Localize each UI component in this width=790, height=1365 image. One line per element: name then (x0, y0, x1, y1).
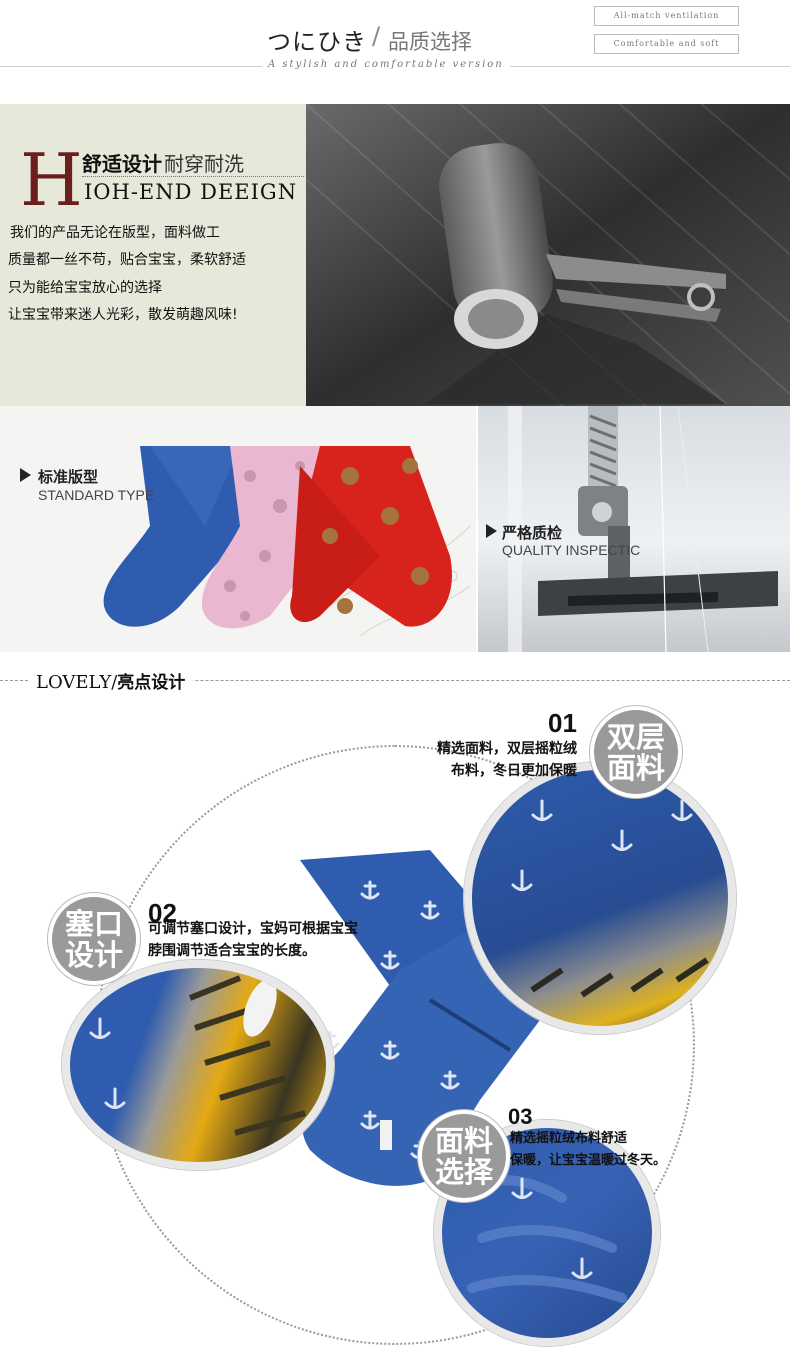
feature-line: 可调节塞口设计，宝妈可根据宝宝 (148, 921, 358, 937)
design-title-english: IOH-END DEEIGN (84, 180, 298, 204)
feature-number-02: 02 (148, 898, 177, 928)
badge-line: 面料 (434, 1124, 493, 1158)
badge-line: 塞口 (64, 907, 123, 941)
header-title-japanese: つにひき (267, 28, 367, 56)
feature-line: 精选摇粒绒布料舒适 (510, 1131, 628, 1146)
standard-type-arrow-icon (20, 468, 31, 482)
design-initial-letter: H (20, 138, 83, 222)
fabric-zoom-double-layer (464, 762, 736, 1034)
quality-inspection-label-en: QUALITY INSPECTIC (502, 542, 641, 558)
badge-line: 选择 (434, 1155, 493, 1189)
feature-tag-ventilation: All-match ventilation (594, 6, 739, 26)
badge-line: 面料 (606, 751, 665, 785)
quality-inspection-panel: 严格质检 QUALITY INSPECTIC (478, 406, 790, 652)
feature-line: 布料，冬日更加保暖 (451, 763, 577, 779)
badge-tuck-slot: 塞口 设计 (48, 893, 140, 985)
design-title-chinese: 舒适设计耐穿耐洗 (82, 148, 244, 177)
design-title-divider (82, 176, 304, 177)
standard-type-panel: 标准版型 STANDARD TYPE (0, 406, 476, 652)
feature-description-double-layer: 精选面料，双层摇粒绒 布料，冬日更加保暖 (437, 738, 577, 782)
feature-line: 精选面料，双层摇粒绒 (437, 741, 577, 757)
badge-double-layer-text: 双层 面料 (594, 722, 678, 784)
feature-line: 保暖，让宝宝温暖过冬天。 (510, 1153, 667, 1168)
thread-spool-photo (306, 104, 790, 406)
lovely-section-title: LOVELY/亮点设计 (28, 668, 194, 693)
header-title-chinese: 品质选择 (388, 30, 472, 54)
fabric-zoom-tuck-slot (62, 960, 334, 1170)
design-description-line: 只为能给宝宝放心的选择 (8, 280, 162, 296)
feature-description-material: 精选摇粒绒布料舒适 保暖，让宝宝温暖过冬天。 (510, 1128, 666, 1172)
feature-tag-comfort: Comfortable and soft (594, 34, 739, 54)
standard-type-label-cn: 标准版型 (38, 468, 99, 486)
quality-inspection-label-cn: 严格质检 (502, 524, 563, 542)
thread-spool-illustration (306, 104, 790, 406)
badge-material-text: 面料 选择 (422, 1126, 506, 1188)
page-header: つにひき / 品质选择 A stylish and comfortable ve… (0, 0, 790, 104)
double-layer-fabric-detail (511, 799, 709, 998)
lovely-title-english: LOVELY/ (36, 672, 118, 693)
feature-line: 脖围调节适合宝宝的长度。 (148, 943, 316, 959)
badge-tuck-slot-text: 塞口 设计 (52, 909, 136, 971)
tuck-slot-fabric-detail (89, 970, 311, 1136)
design-title-bold: 舒适设计 (82, 152, 162, 176)
lovely-title-chinese: 亮点设计 (117, 673, 186, 693)
lovely-divider (0, 680, 790, 681)
header-title-separator: / (372, 22, 381, 50)
product-quality-row: 标准版型 STANDARD TYPE 严格质检 QUALITY INSPECTI… (0, 406, 790, 652)
design-title-light: 耐穿耐洗 (164, 152, 244, 176)
feature-description-tuck-slot: 可调节塞口设计，宝妈可根据宝宝 脖围调节适合宝宝的长度。 (148, 918, 358, 962)
fabric-zoom-material (434, 1120, 660, 1346)
scarf-lineup-illustration (103, 446, 471, 637)
design-section: H 舒适设计耐穿耐洗 IOH-END DEEIGN 我们的产品无论在版型，面料做… (0, 104, 790, 406)
badge-double-layer: 双层 面料 (590, 706, 682, 798)
design-description-line: 质量都一丝不苟，贴合宝宝，柔软舒适 (8, 252, 246, 268)
badge-line: 设计 (64, 938, 123, 972)
sewing-machine-illustration (508, 406, 778, 652)
header-subtitle: A stylish and comfortable version (262, 59, 510, 70)
design-description-line: 让宝宝带来迷人光彩，散发萌趣风味! (8, 307, 238, 323)
design-text-panel: H 舒适设计耐穿耐洗 IOH-END DEEIGN 我们的产品无论在版型，面料做… (0, 104, 306, 406)
badge-line: 双层 (606, 720, 665, 754)
design-description-line: 我们的产品无论在版型，面料做工 (10, 225, 220, 241)
feature-number-01: 01 (548, 708, 577, 738)
badge-material: 面料 选择 (418, 1110, 510, 1202)
feature-number-03: 03 (508, 1104, 533, 1129)
quality-inspection-arrow-icon (486, 524, 497, 538)
standard-type-label-en: STANDARD TYPE (38, 487, 155, 503)
